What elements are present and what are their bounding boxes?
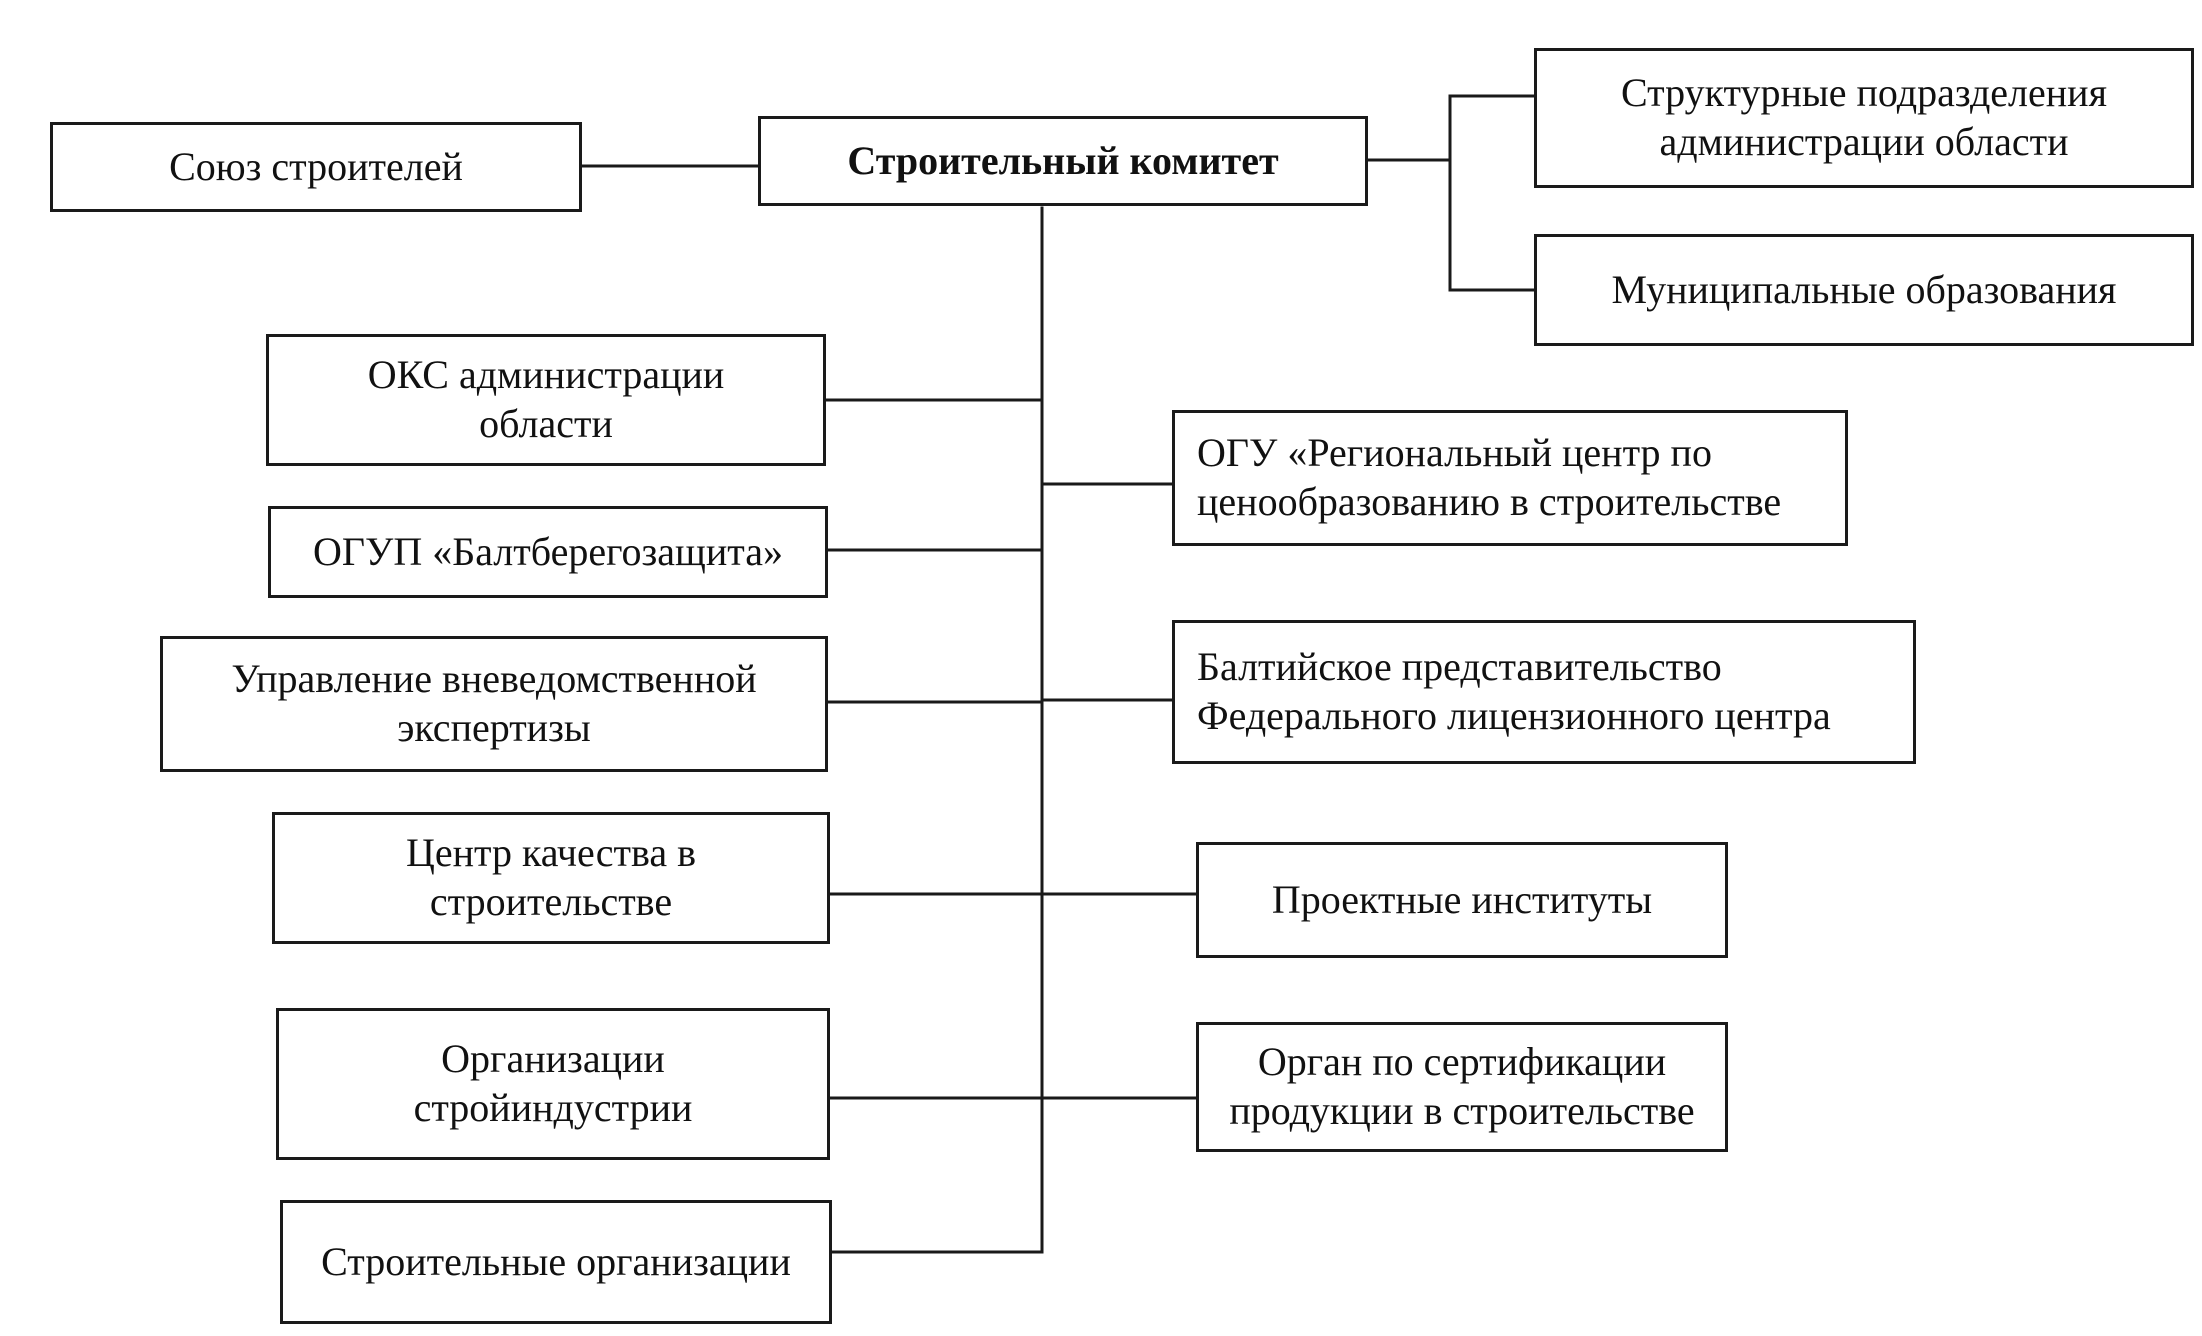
node-construction-committee-label: Строительный комитет (847, 137, 1279, 183)
node-quality-center-label: Центр качества в строительстве (405, 830, 697, 924)
node-municipalities-label: Муниципальные образования (1611, 266, 2117, 312)
node-building-industry-orgs-label: Организации стройиндустрии (413, 1036, 693, 1130)
node-municipalities: Муниципальные образования (1534, 234, 2194, 346)
node-nondepartmental-expertise: Управление вневедомственной экспертизы (160, 636, 828, 772)
node-construction-organizations-label: Строительные организации (321, 1238, 791, 1284)
node-building-industry-orgs: Организации стройиндустрии (276, 1008, 830, 1160)
node-ogup-baltberegozashchita-label: ОГУП «Балтберегозащита» (313, 528, 783, 574)
node-oks-administration-label: ОКС администрации области (367, 352, 725, 446)
node-pricing-center-label: ОГУ «Региональный центр по ценообразован… (1197, 430, 1782, 524)
node-union-of-builders-label: Союз строителей (169, 143, 463, 189)
node-union-of-builders: Союз строителей (50, 122, 582, 212)
node-nondepartmental-expertise-label: Управление вневедомственной экспертизы (231, 656, 757, 750)
node-construction-committee: Строительный комитет (758, 116, 1368, 206)
node-design-institutes-label: Проектные институты (1271, 876, 1653, 922)
node-federal-licensing-center: Балтийское представительство Федеральног… (1172, 620, 1916, 764)
node-structural-units-label: Структурные подразделения администрации … (1621, 70, 2107, 164)
node-design-institutes: Проектные институты (1196, 842, 1728, 958)
node-quality-center: Центр качества в строительстве (272, 812, 830, 944)
node-construction-organizations: Строительные организации (280, 1200, 832, 1324)
node-federal-licensing-center-label: Балтийское представительство Федеральног… (1197, 644, 1831, 738)
node-certification-body-label: Орган по сертификации продукции в строит… (1229, 1039, 1695, 1133)
node-structural-units: Структурные подразделения администрации … (1534, 48, 2194, 188)
node-pricing-center: ОГУ «Региональный центр по ценообразован… (1172, 410, 1848, 546)
node-oks-administration: ОКС администрации области (266, 334, 826, 466)
node-ogup-baltberegozashchita: ОГУП «Балтберегозащита» (268, 506, 828, 598)
node-certification-body: Орган по сертификации продукции в строит… (1196, 1022, 1728, 1152)
